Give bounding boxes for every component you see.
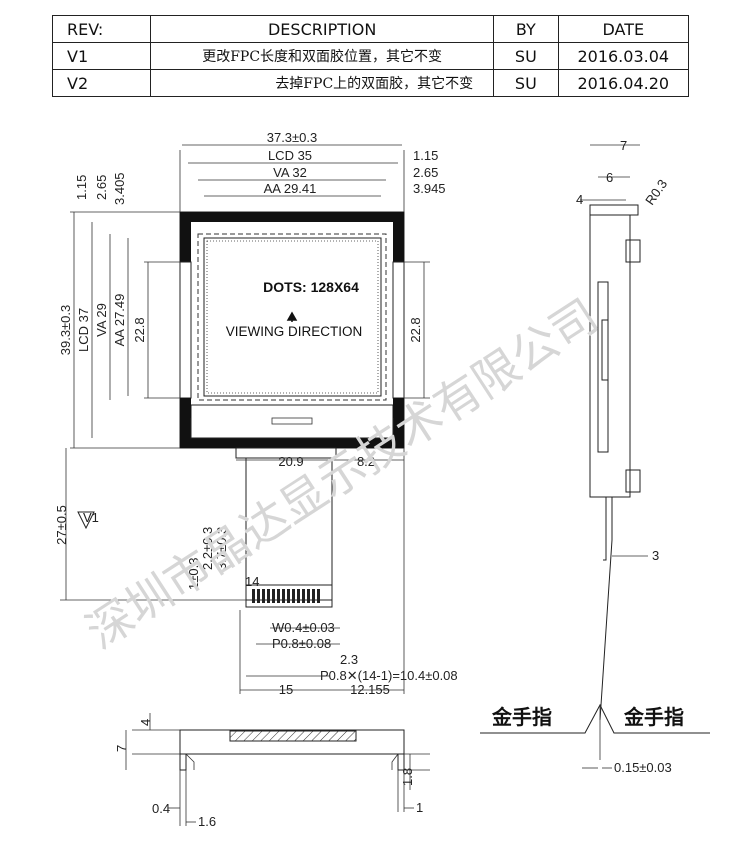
dim-side-t3: 4 xyxy=(576,192,583,207)
gold-finger-right-label: 金手指 xyxy=(623,705,684,729)
dim-outline-width: 37.3±0.3 xyxy=(267,130,318,145)
bottom-view: 4 7 1.8 0.4 1.6 1 xyxy=(114,713,430,829)
dim-bottom-w1: 0.4 xyxy=(152,801,170,816)
dim-side-t1: 7 xyxy=(620,138,627,153)
dim-fpc-thickness: 0.15±0.03 xyxy=(614,760,672,775)
rev-cell: V1 xyxy=(51,42,152,70)
by-cell: SU xyxy=(493,42,559,70)
dim-left-d2: 2.65 xyxy=(94,175,109,200)
dim-va-offset: 2.65 xyxy=(413,165,438,180)
dim-edge: 2.3 xyxy=(340,652,358,667)
fpc-side xyxy=(599,497,613,721)
dim-bottom-w1: 20.9 xyxy=(278,454,303,469)
dim-fpc-left-width: 15 xyxy=(279,682,293,697)
description-cell: 更改FPC长度和双面胶位置，其它不变 xyxy=(150,42,495,70)
header-date: DATE xyxy=(557,15,690,43)
dim-fpc-length: 27±0.5 xyxy=(54,505,69,545)
dim-bottom-h3: 1.8 xyxy=(400,768,415,786)
dim-va-height: VA 29 xyxy=(94,303,109,337)
dim-left-d1: 1.15 xyxy=(74,175,89,200)
viewing-arrow-icon xyxy=(286,311,298,322)
side-body xyxy=(589,214,631,498)
dim-pitch-total: P0.8✕(14-1)=10.4±0.08 xyxy=(320,668,458,683)
dim-aa-height: AA 27.49 xyxy=(112,294,127,347)
dim-lcd-width: LCD 35 xyxy=(268,148,312,163)
dim-fpc-right-width: 12.155 xyxy=(350,682,390,697)
dim-lcd-offset: 1.15 xyxy=(413,148,438,163)
revision-row: V1 更改FPC长度和双面胶位置，其它不变 SU 2016.03.04 xyxy=(51,42,690,70)
dim-bottom-w2: 1.6 xyxy=(198,814,216,829)
revision-row: V2 去掉FPC上的双面胶，其它不变 SU 2016.04.20 xyxy=(51,69,690,97)
rev-cell: V2 xyxy=(51,69,152,97)
dim-fpc-d1: 1±0.3 xyxy=(186,558,201,590)
dim-bottom-h1: 4 xyxy=(138,719,153,726)
bottom-hatch xyxy=(229,730,357,742)
bottom-body xyxy=(179,729,405,755)
dim-left-d3: 3.405 xyxy=(112,172,127,205)
description-cell: 去掉FPC上的双面胶，其它不变 xyxy=(150,69,495,97)
date-cell: 2016.04.20 xyxy=(557,69,690,97)
dim-side-t2: 6 xyxy=(606,170,613,185)
dim-aa-inner-height: 22.8 xyxy=(132,317,147,342)
aa-area xyxy=(203,237,382,397)
dim-lcd-height: LCD 37 xyxy=(76,308,91,352)
front-view: DOTS: 128X64 VIEWING DIRECTION 14 xyxy=(54,130,458,697)
pin-count-label: 14 xyxy=(245,574,259,589)
revision-table: REV: DESCRIPTION BY DATE V1 更改FPC长度和双面胶位… xyxy=(51,15,690,97)
dim-fpc-d2: 2.2±0.3 xyxy=(200,527,215,570)
header-description: DESCRIPTION xyxy=(150,15,495,43)
dim-pin-width: W0.4±0.03 xyxy=(272,620,335,635)
dim-bottom-w3: 1 xyxy=(416,800,423,815)
dim-bottom-w2: 8.2 xyxy=(357,454,375,469)
viewing-direction-label: VIEWING DIRECTION xyxy=(226,324,363,339)
gold-finger-left-label: 金手指 xyxy=(491,705,552,729)
dim-aa-offset: 3.945 xyxy=(413,181,446,196)
dim-bottom-h2: 7 xyxy=(114,745,129,752)
dim-pin-pitch: P0.8±0.08 xyxy=(272,636,331,651)
dim-aa-width: AA 29.41 xyxy=(264,181,317,196)
gold-finger-pins xyxy=(252,589,320,603)
dim-fpc-d3: 3.7±0.3 xyxy=(214,527,229,570)
lcd-lip xyxy=(190,404,394,439)
va-area xyxy=(197,233,387,401)
dots-label: DOTS: 128X64 xyxy=(263,279,359,295)
revision-mark: V1 xyxy=(83,510,99,525)
side-view: 7 6 4 R0.3 3 金手指 金手指 0.15±0.03 xyxy=(480,138,710,775)
dim-right-height: 22.8 xyxy=(408,317,423,342)
dim-radius: R0.3 xyxy=(642,177,670,208)
header-rev: REV: xyxy=(51,15,152,43)
dim-va-width: VA 32 xyxy=(273,165,307,180)
dim-fpc-bend: 3 xyxy=(652,548,659,563)
revision-table-header: REV: DESCRIPTION BY DATE xyxy=(51,15,690,43)
revision-triangle-icon xyxy=(77,511,95,530)
date-cell: 2016.03.04 xyxy=(557,42,690,70)
dim-outline-height: 39.3±0.3 xyxy=(58,305,73,356)
by-cell: SU xyxy=(493,69,559,97)
